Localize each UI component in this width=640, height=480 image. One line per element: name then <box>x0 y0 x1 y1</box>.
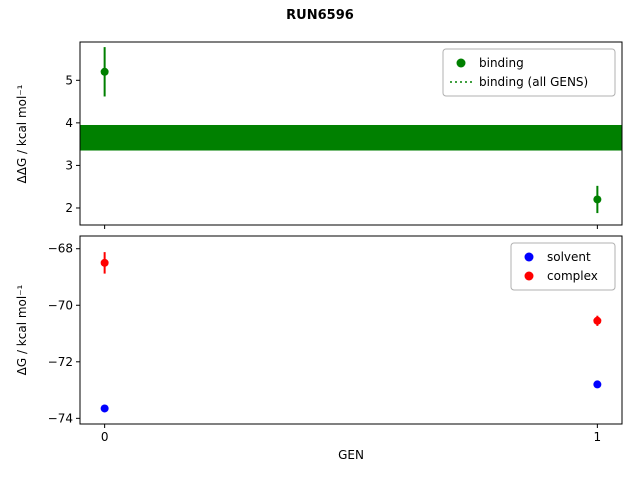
y-tick-label: −72 <box>48 355 73 369</box>
y-tick-label: 4 <box>65 116 73 130</box>
subplot-1: −68 −70 −72 −74 0 1 solvent complex <box>48 235 623 444</box>
legend-label: binding (all GENS) <box>479 75 588 89</box>
y-tick-label: −74 <box>48 411 73 425</box>
y-tick-label: 3 <box>65 158 73 172</box>
x-axis-label: GEN <box>338 448 364 462</box>
data-point <box>593 195 602 204</box>
y-tick-label: −68 <box>48 242 73 256</box>
x-tick-label: 1 <box>594 430 602 444</box>
y-tick-label: 5 <box>65 73 73 87</box>
data-point <box>100 67 109 76</box>
figure-title: RUN6596 <box>286 8 354 23</box>
axes-box <box>79 235 623 425</box>
data-point <box>100 258 109 267</box>
data-point <box>100 404 109 413</box>
y-tick-label: −70 <box>48 298 73 312</box>
axes-box <box>79 41 623 226</box>
legend-box <box>510 242 616 291</box>
data-point <box>593 316 602 325</box>
legend-dot-marker <box>456 58 466 68</box>
top-y-axis-label: ΔΔG / kcal mol⁻¹ <box>15 84 29 184</box>
bottom-y-axis-label: ΔG / kcal mol⁻¹ <box>15 284 29 376</box>
legend-dot-marker <box>524 271 534 281</box>
y-tick-label: 2 <box>65 201 73 215</box>
subplot-0: 2 3 4 5 binding binding (all GENS) <box>65 41 623 229</box>
x-tick-label: 0 <box>101 430 109 444</box>
legend-box <box>442 48 616 97</box>
legend-dot-marker <box>524 252 534 262</box>
data-point <box>593 380 602 389</box>
legend-label: binding <box>479 56 524 70</box>
confidence-band <box>80 124 622 151</box>
legend-label: complex <box>547 269 598 283</box>
legend-label: solvent <box>547 250 591 264</box>
